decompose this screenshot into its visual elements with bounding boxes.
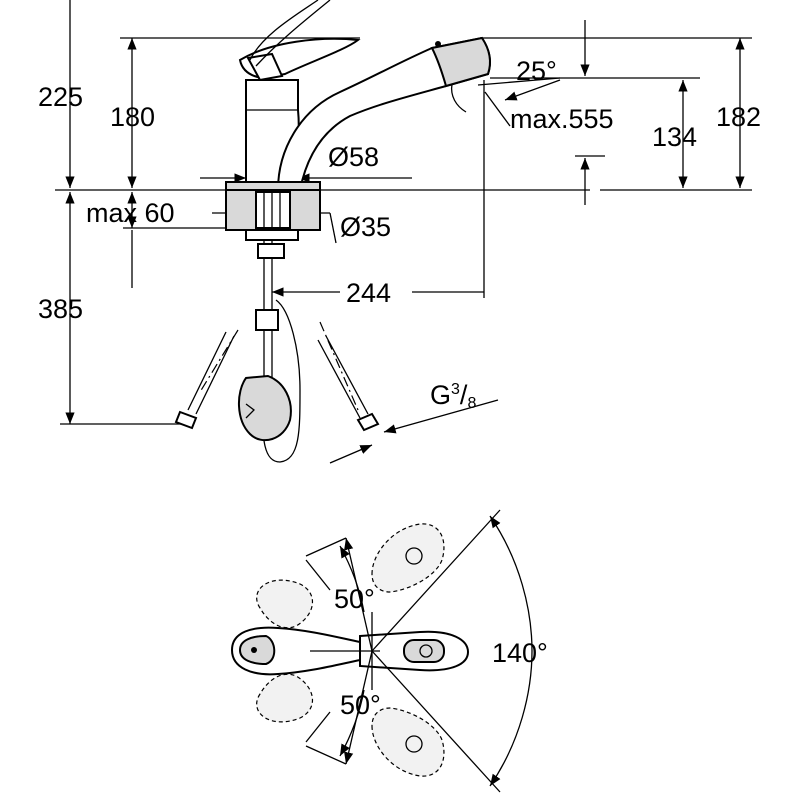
- spout-ghost-upper: [371, 523, 445, 593]
- dim-134: 134: [652, 122, 697, 152]
- angle-lower: 50°: [340, 690, 381, 720]
- reference-lines: [55, 37, 752, 425]
- dim-58: Ø58: [328, 142, 379, 172]
- faucet-top-view: [230, 509, 533, 793]
- thread-slash: /: [460, 380, 468, 410]
- dimension-lines: [65, 0, 745, 464]
- thread-denominator: 8: [467, 395, 476, 412]
- dim-182: 182: [716, 102, 761, 132]
- angle-upper: 50°: [334, 584, 375, 614]
- dimension-labels: 225 180 385 25° max.555 134 182 Ø58 max …: [38, 56, 761, 720]
- dim-max555: max.555: [510, 104, 614, 134]
- dim-25deg: 25°: [516, 56, 557, 86]
- dim-180: 180: [110, 102, 155, 132]
- dim-244: 244: [346, 278, 391, 308]
- dim-35: Ø35: [340, 212, 391, 242]
- lever-ghost-upper: [256, 579, 314, 629]
- faucet-side-view: [174, 0, 491, 463]
- dim-max60: max 60: [86, 198, 175, 228]
- spout-ghost-lower: [371, 707, 445, 777]
- lever-ghost-lower: [256, 673, 314, 723]
- thread-numerator: 3: [451, 381, 460, 398]
- dim-385: 385: [38, 294, 83, 324]
- thread-g: G: [430, 380, 451, 410]
- angle-total: 140°: [492, 638, 548, 668]
- hose-weight: [237, 374, 292, 442]
- dim-225: 225: [38, 82, 83, 112]
- thread-size-label: G3/8: [430, 380, 476, 412]
